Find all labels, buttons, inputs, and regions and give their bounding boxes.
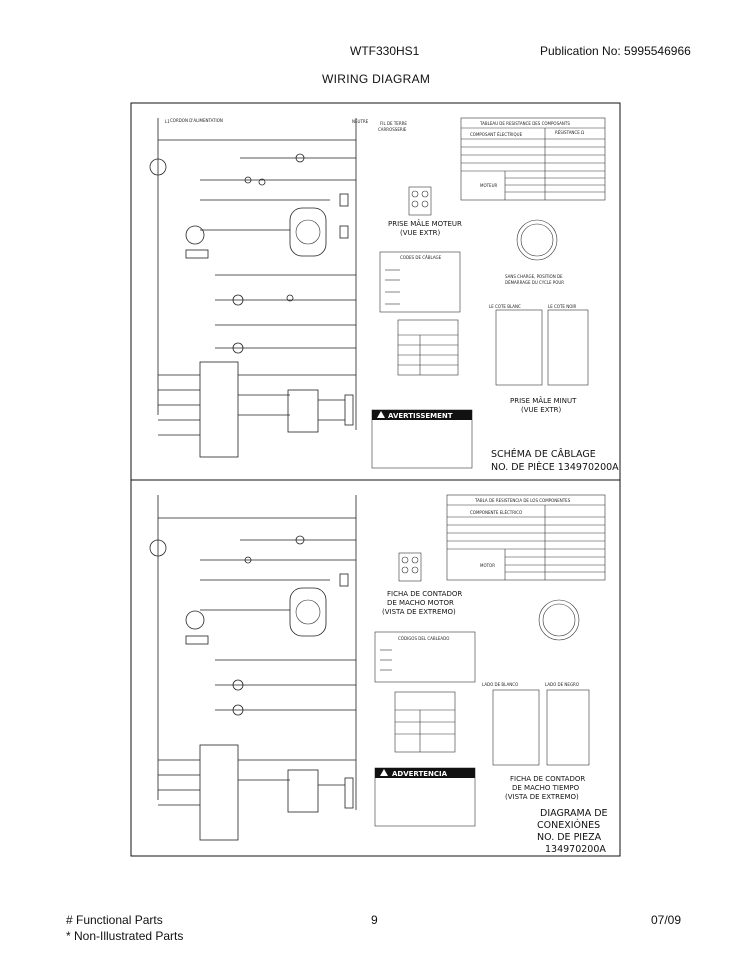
caption-top-1: SCHÉMA DE CÂBLAGE — [491, 448, 596, 460]
warning-title: AVERTISSEMENT — [388, 412, 453, 420]
caption-bottom-3: NO. DE PIEZA — [537, 832, 602, 843]
svg-text:TABLA DE RESISTENCIA DE LOS CO: TABLA DE RESISTENCIA DE LOS COMPONENTES — [474, 498, 571, 503]
svg-text:LADO DE NEGRO: LADO DE NEGRO — [545, 682, 579, 687]
svg-text:MOTEUR: MOTEUR — [480, 183, 497, 188]
svg-text:CORDON D'ALIMENTATION: CORDON D'ALIMENTATION — [170, 118, 223, 123]
publication-number: Publication No: 5995546966 — [540, 44, 691, 58]
svg-text:DE MACHO TIEMPO: DE MACHO TIEMPO — [512, 784, 580, 792]
motor-plug-label: PRISE MÂLE MOTEUR — [388, 219, 462, 228]
footer-functional-parts: # Functional Parts — [66, 913, 163, 927]
footer-date: 07/09 — [651, 913, 682, 927]
svg-text:CARROSSERIE: CARROSSERIE — [378, 127, 407, 132]
svg-text:COMPONENTE ELÉCTRICO: COMPONENTE ELÉCTRICO — [470, 510, 522, 515]
svg-text:SANS CHARGE, POSITION DE: SANS CHARGE, POSITION DE — [505, 274, 563, 279]
svg-text:MOTOR: MOTOR — [480, 563, 495, 568]
svg-text:DE MACHO MOTOR: DE MACHO MOTOR — [387, 599, 454, 607]
warning-title-es: ADVERTENCIA — [392, 770, 448, 778]
model-number: WTF330HS1 — [350, 44, 420, 58]
motor-plug-label-es: FICHA DE CONTADOR — [387, 590, 462, 598]
svg-text:(VISTA DE EXTREMO): (VISTA DE EXTREMO) — [505, 793, 579, 801]
top-schematic: L1 NEUTRE CORDON D'ALIMENTATION FIL DE T… — [149, 117, 619, 473]
page-number: 9 — [371, 913, 378, 927]
svg-text:DÉMARRAGE DU CYCLE POUR: DÉMARRAGE DU CYCLE POUR — [505, 280, 564, 285]
caption-bottom-4: 134970200A — [545, 844, 606, 855]
svg-text:(VISTA DE EXTREMO): (VISTA DE EXTREMO) — [382, 608, 456, 616]
timer-plug-label-es: FICHA DE CONTADOR — [510, 775, 585, 783]
svg-text:NEUTRE: NEUTRE — [352, 119, 369, 124]
svg-text:CÓDIGOS DEL CABLEADO: CÓDIGOS DEL CABLEADO — [398, 636, 449, 641]
timer-plug-label: PRISE MÂLE MINUT — [510, 396, 577, 405]
svg-text:LE COTE NOIR: LE COTE NOIR — [548, 304, 577, 309]
svg-text:CODES DE CÂBLAGE: CODES DE CÂBLAGE — [400, 255, 442, 260]
svg-text:LADO DE BLANCO: LADO DE BLANCO — [482, 682, 518, 687]
svg-text:TABLEAU DE RESISTANCE DES COMP: TABLEAU DE RESISTANCE DES COMPOSANTS — [479, 121, 570, 126]
caption-top-2: NO. DE PIÈCE 134970200A — [491, 461, 619, 473]
bottom-schematic: TABLA DE RESISTENCIA DE LOS COMPONENTES … — [149, 494, 608, 855]
svg-text:FIL DE TERRE: FIL DE TERRE — [380, 121, 407, 126]
svg-text:(VUE EXTR): (VUE EXTR) — [521, 406, 562, 414]
svg-text:LE COTE BLANC: LE COTE BLANC — [489, 304, 521, 309]
caption-bottom-1: DIAGRAMA DE — [540, 808, 608, 819]
svg-text:L1: L1 — [165, 119, 170, 124]
svg-text:(VUE EXTR): (VUE EXTR) — [400, 229, 441, 237]
footer-non-illustrated-parts: * Non-Illustrated Parts — [66, 929, 184, 943]
caption-bottom-2: CONEXIÓNES — [537, 819, 600, 831]
svg-text:RÉSISTANCE Ω: RÉSISTANCE Ω — [555, 130, 584, 135]
page-title: WIRING DIAGRAM — [322, 72, 431, 86]
svg-text:COMPOSANT ÉLECTRIQUE: COMPOSANT ÉLECTRIQUE — [470, 132, 523, 137]
